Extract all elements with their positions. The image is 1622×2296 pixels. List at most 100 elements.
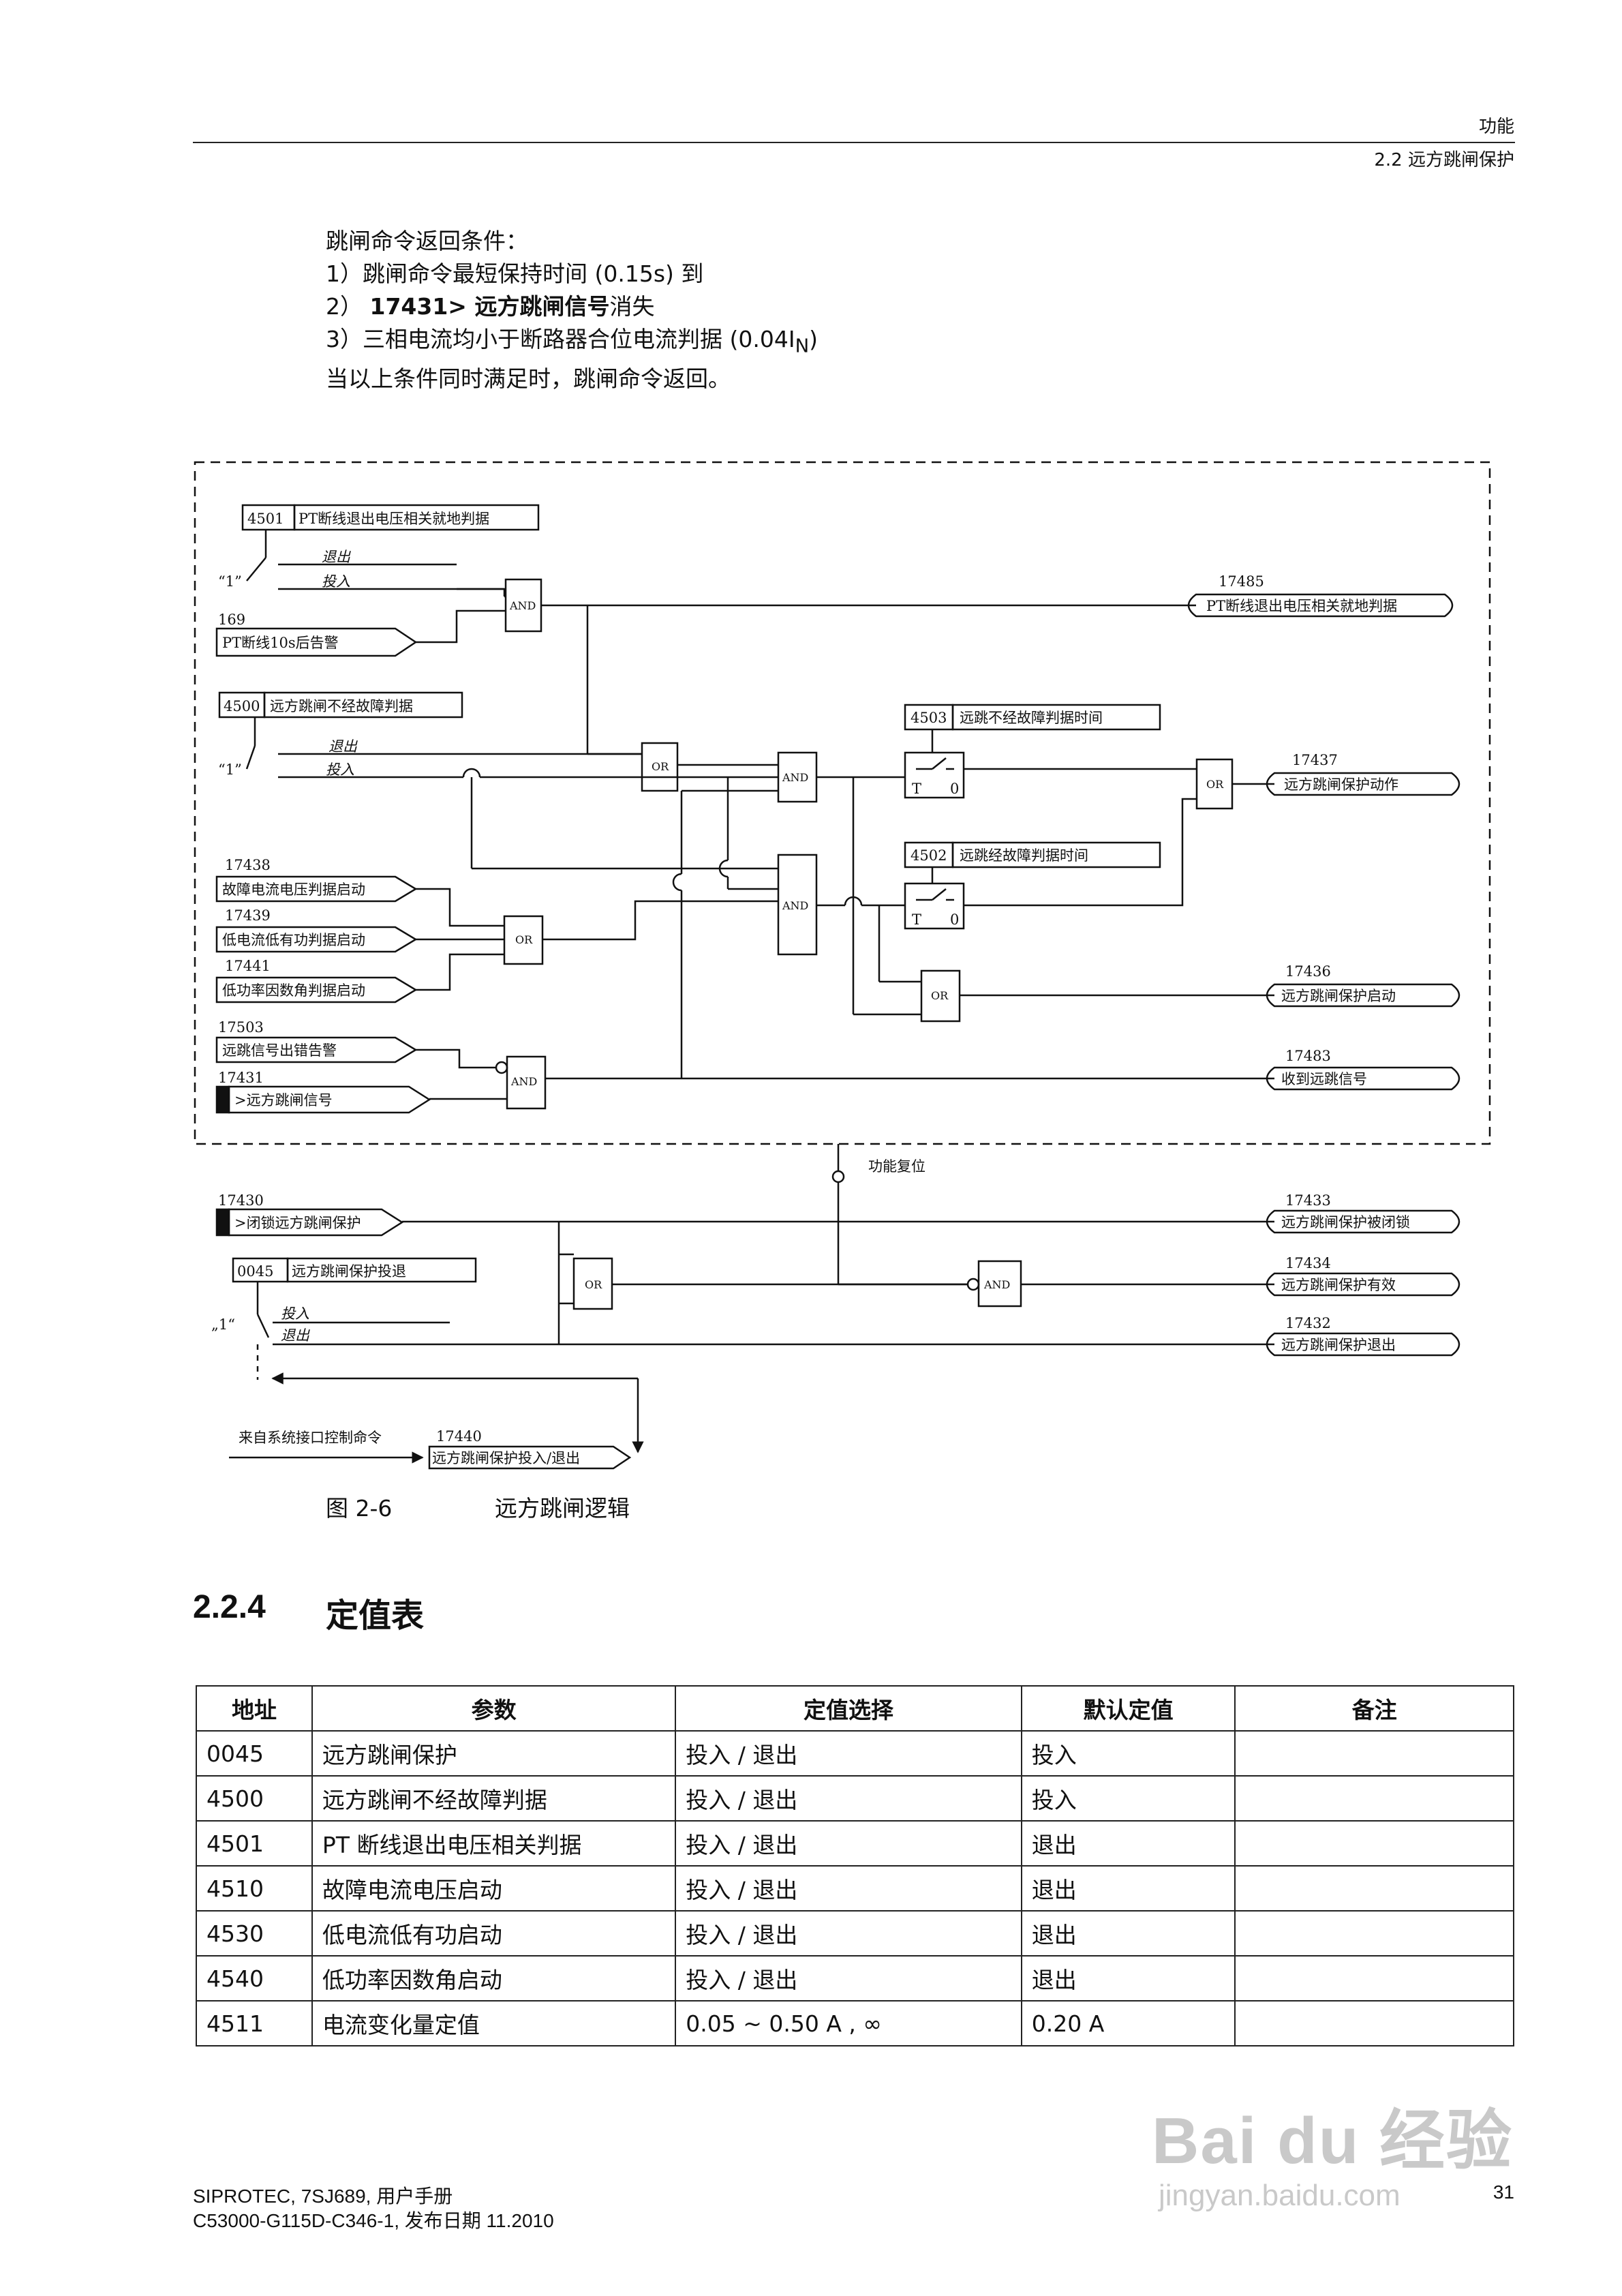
header-rule (193, 142, 1515, 143)
signal-17483-num: 17483 (1285, 1048, 1331, 1064)
signal-17439-num: 17439 (225, 907, 271, 924)
setting-4501-label: PT断线退出电压相关就地判据 (299, 511, 489, 527)
intro-line-4: 3）三相电流均小于断路器合位电流判据 (0.04IN) (326, 326, 818, 357)
signal-17432-arrow (1266, 1332, 1460, 1357)
signal-17436-num: 17436 (1285, 963, 1331, 980)
signal-17503-label: 远跳信号出错告警 (222, 1042, 337, 1059)
intro-line-3: 2） 17431> 远方跳闸信号消失 (326, 293, 655, 320)
timer-4503-label: 远跳不经故障判据时间 (960, 710, 1103, 726)
timer-4502-zero: 0 (950, 911, 959, 928)
footer-docnum: C53000-G115D-C346-1, 发布日期 11.2010 (193, 2210, 554, 2231)
signal-17485-label: PT断线退出电压相关就地判据 (1206, 598, 1397, 614)
signal-17440-num: 17440 (436, 1428, 482, 1445)
setting-4500-addr: 4500 (224, 698, 260, 714)
sys-cmd-label: 来自系统接口控制命令 (239, 1430, 382, 1446)
signal-17434-label: 远方跳闸保护有效 (1281, 1277, 1396, 1293)
const-one-a: “1” (218, 573, 242, 590)
col-remark: 备注 (1234, 1685, 1514, 1732)
switch-exit-a: 退出 (322, 549, 351, 565)
and-gate-2-label: AND (782, 771, 808, 784)
timer-4502-label: 远跳经故障判据时间 (960, 847, 1088, 864)
signal-169-arrow (215, 627, 418, 657)
signal-17437-label: 远方跳闸保护动作 (1284, 776, 1398, 793)
header-chapter: 功能 (1478, 117, 1514, 137)
timer-4503-t: T (912, 781, 921, 797)
intro-line-1: 跳闸命令返回条件： (326, 228, 528, 254)
col-address: 地址 (196, 1685, 313, 1732)
reset-label: 功能复位 (868, 1158, 925, 1175)
signal-17430-num: 17430 (218, 1192, 264, 1209)
and-gate-4-label: AND (510, 1075, 537, 1088)
or-gate-2-label: OR (515, 933, 533, 946)
signal-17437-arrow (1266, 772, 1460, 796)
switch-exit-b: 退出 (328, 738, 358, 755)
signal-17437-num: 17437 (1292, 752, 1338, 768)
signal-17438-label: 故障电流电压判据启动 (222, 881, 365, 898)
signal-17430-label: >闭锁远方跳闸保护 (234, 1215, 361, 1231)
or-gate-start-label: OR (931, 989, 949, 1002)
signal-17434-num: 17434 (1285, 1255, 1331, 1271)
signal-17434-arrow (1266, 1272, 1460, 1297)
signal-17483-arrow (1266, 1066, 1460, 1091)
watermark-url: jingyan.baidu.com (1159, 2179, 1401, 2212)
switch-in-b: 投入 (326, 761, 354, 778)
signal-17432-num: 17432 (1285, 1315, 1331, 1331)
and-gate-bottom-label: AND (983, 1278, 1010, 1291)
signal-name-bold: 17431> 远方跳闸信号 (369, 293, 610, 320)
const-one-b: “1” (218, 761, 242, 778)
signal-17433-arrow (1266, 1209, 1460, 1234)
signal-169-label: PT断线10s后告警 (222, 635, 339, 651)
or-gate-1-label: OR (652, 760, 669, 773)
signal-17439-arrow (215, 926, 418, 953)
intro-text: 跳闸命令返回条件： 1）跳闸命令最短保持时间 (0.15s) 到 2） 1743… (326, 225, 818, 395)
signal-17432-label: 远方跳闸保护退出 (1281, 1337, 1396, 1353)
const-one-c: „1“ (211, 1316, 235, 1333)
page-number: 31 (1493, 2181, 1514, 2203)
signal-17431-num: 17431 (218, 1070, 264, 1086)
signal-17439-label: 低电流低有功判据启动 (222, 932, 365, 948)
or-gate-bottom-label: OR (585, 1278, 602, 1291)
signal-17485-num: 17485 (1219, 573, 1264, 590)
timer-4502-addr: 4502 (911, 847, 947, 864)
switch-exit-c: 退出 (281, 1327, 310, 1344)
intro-line-5: 当以上条件同时满足时，跳闸命令返回。 (326, 365, 731, 392)
signal-17503-num: 17503 (218, 1019, 264, 1036)
timer-4502-t: T (912, 911, 921, 928)
setting-4501-addr: 4501 (247, 511, 284, 527)
header-section: 2.2 远方跳闸保护 (1374, 150, 1514, 170)
setting-4500-label: 远方跳闸不经故障判据 (270, 698, 413, 714)
signal-17441-arrow (215, 976, 418, 1003)
signal-17436-label: 远方跳闸保护启动 (1281, 988, 1396, 1004)
signal-17485-arrow (1187, 593, 1454, 618)
timer-4503-addr: 4503 (911, 710, 947, 726)
or-gate-final-label: OR (1206, 778, 1224, 791)
signal-17438-num: 17438 (225, 857, 271, 873)
dashed-frame (194, 461, 1491, 1145)
switch-in-c: 投入 (281, 1305, 309, 1322)
signal-17433-label: 远方跳闸保护被闭锁 (1281, 1214, 1410, 1230)
signal-17440-arrow (428, 1445, 632, 1470)
col-parameter: 参数 (311, 1685, 677, 1732)
col-options: 定值选择 (675, 1685, 1022, 1732)
signal-17441-num: 17441 (225, 958, 271, 974)
signal-17438-arrow (215, 875, 418, 903)
signal-17431-arrow (228, 1085, 431, 1114)
timer-4503-zero: 0 (950, 781, 959, 797)
watermark-brand: Bai du 经验 (1152, 2104, 1514, 2177)
and-gate-a-label: AND (509, 599, 536, 612)
signal-17431-label: >远方跳闸信号 (234, 1092, 333, 1108)
figure-title: 远方跳闸逻辑 (495, 1495, 630, 1522)
timer-4502 (904, 882, 965, 930)
table-header-row: 地址 参数 定值选择 默认定值 备注 (196, 1685, 1514, 1732)
footer-manual: SIPROTEC, 7SJ689, 用户手册 (193, 2186, 453, 2207)
switch-in-a: 投入 (322, 573, 350, 590)
and-gate-3-label: AND (782, 899, 808, 912)
